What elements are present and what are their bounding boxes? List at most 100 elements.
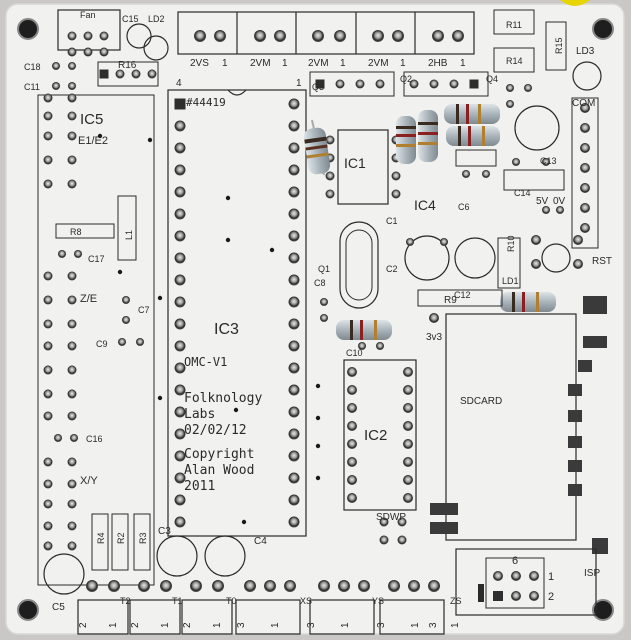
- silk-label-ic1: IC1: [344, 155, 366, 171]
- via: [315, 443, 321, 449]
- pad: [358, 580, 370, 592]
- silk-label-hdr_top-2-pin: 1: [340, 58, 346, 69]
- pad: [67, 389, 77, 399]
- silk-label-hdr_bottom-6: 3: [236, 622, 247, 628]
- pad: [529, 591, 539, 601]
- pad: [335, 79, 345, 89]
- pad: [288, 494, 300, 506]
- pad: [482, 170, 490, 178]
- pad: [428, 580, 440, 592]
- pad: [531, 259, 541, 269]
- pad: [43, 131, 53, 141]
- silk-label-c6: C6: [458, 202, 470, 212]
- pad: [108, 580, 120, 592]
- pad: [288, 208, 300, 220]
- pad: [288, 340, 300, 352]
- pad: [288, 450, 300, 462]
- via: [315, 383, 321, 389]
- pad: [131, 69, 141, 79]
- silk-label-ld2: LD2: [148, 14, 165, 24]
- pad: [372, 30, 384, 42]
- silk-label-ic4: IC4: [414, 197, 436, 213]
- pad: [67, 31, 77, 41]
- via: [315, 415, 321, 421]
- silk-label-c15: C15: [122, 14, 139, 24]
- via: [315, 475, 321, 481]
- silk-label-omc: OMC-V1: [184, 355, 227, 369]
- silk-label-hdr_bottom-4: 2: [182, 622, 193, 628]
- pad: [288, 472, 300, 484]
- pad: [403, 457, 413, 467]
- pad: [190, 580, 202, 592]
- pad: [99, 31, 109, 41]
- silk-label-q4: Q4: [486, 74, 498, 84]
- pad: [318, 580, 330, 592]
- resistors: [303, 104, 556, 340]
- pad: [67, 499, 77, 509]
- pad: [67, 155, 77, 165]
- pad: [403, 367, 413, 377]
- pad: [43, 499, 53, 509]
- pad: [347, 421, 357, 431]
- ic3-outline: [167, 89, 307, 537]
- pad: [432, 30, 444, 42]
- pad: [68, 62, 76, 70]
- silk-label-v33: 3v3: [426, 332, 443, 343]
- pad: [511, 591, 521, 601]
- silk-label-c16_left: C16: [86, 434, 103, 444]
- silk-label-hdr_bottom-7: 1: [270, 622, 281, 628]
- via: [147, 137, 153, 143]
- pad: [174, 142, 186, 154]
- via: [225, 237, 231, 243]
- pad: [174, 120, 186, 132]
- via: [97, 133, 103, 139]
- pad: [347, 493, 357, 503]
- silk-label-c5: C5: [52, 602, 65, 613]
- via: [233, 407, 239, 413]
- silk-label-copy1: Copyright: [184, 447, 254, 462]
- pad: [408, 580, 420, 592]
- pad: [469, 79, 479, 89]
- pad: [43, 93, 53, 103]
- isp-header: [455, 548, 597, 616]
- pad: [397, 535, 407, 545]
- silk-label-hdr_top-3-pin: 1: [400, 58, 406, 69]
- pad: [52, 62, 60, 70]
- silk-label-c1: C1: [386, 216, 398, 226]
- silk-label-r15: R15: [554, 37, 564, 54]
- pad: [174, 274, 186, 286]
- pad: [43, 389, 53, 399]
- pad: [43, 521, 53, 531]
- pad: [147, 69, 157, 79]
- pad: [542, 206, 550, 214]
- pad: [67, 411, 77, 421]
- silk-label-hdr_bottom-2: 2: [130, 622, 141, 628]
- pad: [403, 493, 413, 503]
- pad: [406, 238, 414, 246]
- via: [117, 269, 123, 275]
- pad: [325, 135, 335, 145]
- silk-label-hdr_top-1-name: 2VM: [250, 58, 271, 69]
- silk-label-folk2: Labs: [184, 407, 215, 422]
- silk-label-c8: C8: [314, 278, 326, 288]
- silk-label-c13: C13: [540, 156, 557, 166]
- silk-label-xy: X/Y: [80, 475, 98, 487]
- silk-label-hdr_top-1-pin: 1: [282, 58, 288, 69]
- crystal-q1: [339, 221, 379, 309]
- silk-label-ld3: LD3: [576, 46, 595, 57]
- pad: [288, 318, 300, 330]
- pad: [264, 580, 276, 592]
- pad: [174, 494, 186, 506]
- pad: [542, 158, 550, 166]
- silk-label-c9: C9: [96, 339, 108, 349]
- pad: [174, 230, 186, 242]
- pad: [573, 259, 583, 269]
- silk-label-hdr_top_left: 4: [176, 78, 182, 89]
- ic2-outline: [343, 359, 417, 511]
- silk-label-fan: Fan: [80, 10, 96, 20]
- silk-label-ic3: IC3: [214, 321, 239, 338]
- pad: [392, 30, 404, 42]
- silk-label-hdr_bottom-3: 1: [160, 622, 171, 628]
- pad: [440, 238, 448, 246]
